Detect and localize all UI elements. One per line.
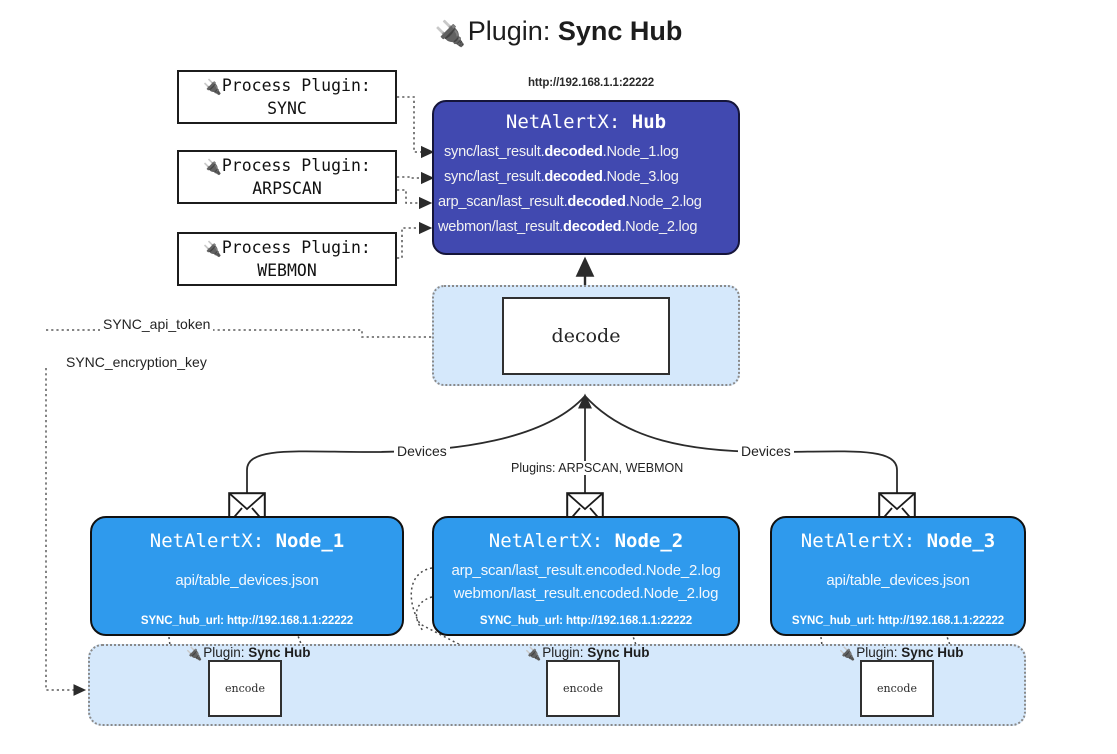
plug-icon: 🔌 — [525, 646, 542, 661]
flow-label-left-devices: Devices — [394, 443, 450, 459]
hub-log-line: sync/last_result.decoded.Node_1.log — [444, 144, 679, 160]
node-title-prefix: NetAlertX: — [488, 530, 604, 552]
plug-icon: 🔌 — [839, 646, 856, 661]
node-box-node-3[interactable]: NetAlertX: Node_3 api/table_devices.json… — [770, 516, 1026, 636]
hub-title-prefix: NetAlertX: — [505, 111, 621, 133]
node-footer: SYNC_hub_url: http://192.168.1.1:22222 — [479, 615, 693, 627]
flow-label-center-plugins: Plugins: ARPSCAN, WEBMON — [508, 461, 687, 475]
plug-icon: 🔌 — [186, 646, 203, 661]
node-resource-line: api/table_devices.json — [175, 572, 319, 589]
process-plugin-box-arpscan[interactable]: 🔌Process Plugin: ARPSCAN — [177, 150, 397, 204]
encode-box[interactable]: encode — [546, 660, 620, 717]
sync-encryption-key-label: SYNC_encryption_key — [63, 354, 210, 370]
plugin-band-label: 🔌Plugin: Sync Hub — [186, 645, 311, 661]
sync-api-token-label: SYNC_api_token — [100, 316, 214, 332]
node-footer: SYNC_hub_url: http://192.168.1.1:22222 — [791, 615, 1005, 627]
title-prefix: Plugin: — [467, 16, 551, 46]
process-plugin-name: ARPSCAN — [252, 178, 322, 198]
node-footer: SYNC_hub_url: http://192.168.1.1:22222 — [140, 615, 354, 627]
hub-title: NetAlertX: Hub — [434, 111, 738, 133]
node-title-prefix: NetAlertX: — [149, 530, 265, 552]
plug-icon: 🔌 — [203, 240, 222, 259]
node-title-name: Node_3 — [926, 530, 996, 552]
hub-log-line: webmon/last_result.decoded.Node_2.log — [438, 219, 698, 236]
process-plugin-label: Process Plugin: — [221, 76, 371, 96]
plugin-band-label: 🔌Plugin: Sync Hub — [839, 645, 964, 661]
node-title: NetAlertX: Node_2 — [434, 530, 738, 552]
node-resource-line: webmon/last_result.encoded.Node_2.log — [453, 585, 719, 602]
node-resource-line: arp_scan/last_result.encoded.Node_2.log — [451, 562, 721, 579]
hub-log-line: sync/last_result.decoded.Node_3.log — [444, 169, 679, 186]
plug-icon: 🔌 — [203, 78, 222, 97]
node-title-prefix: NetAlertX: — [800, 530, 916, 552]
process-plugin-box-sync[interactable]: 🔌Process Plugin: SYNC — [177, 70, 397, 124]
hub-url-label: http://192.168.1.1:22222 — [527, 77, 655, 89]
node-box-node-1[interactable]: NetAlertX: Node_1 api/table_devices.json… — [90, 516, 404, 636]
decode-box[interactable]: decode — [502, 297, 670, 375]
node-box-node-2[interactable]: NetAlertX: Node_2 arp_scan/last_result.e… — [432, 516, 740, 636]
hub-title-name: Hub — [631, 111, 667, 133]
process-plugin-box-webmon[interactable]: 🔌Process Plugin: WEBMON — [177, 232, 397, 286]
flow-label-right-devices: Devices — [738, 443, 794, 459]
hub-log-line: arp_scan/last_result.decoded.Node_2.log — [438, 194, 702, 211]
title-name: Sync Hub — [557, 16, 683, 46]
process-plugin-label: Process Plugin: — [221, 156, 371, 176]
plug-icon: 🔌 — [203, 158, 222, 177]
process-plugin-name: WEBMON — [257, 260, 317, 280]
node-title: NetAlertX: Node_1 — [92, 530, 402, 552]
node-title-name: Node_1 — [275, 530, 345, 552]
process-plugin-label: Process Plugin: — [221, 238, 371, 258]
encode-box[interactable]: encode — [860, 660, 934, 717]
node-title: NetAlertX: Node_3 — [772, 530, 1024, 552]
encode-box[interactable]: encode — [208, 660, 282, 717]
hub-node[interactable]: NetAlertX: Hub sync/last_result.decoded.… — [432, 100, 740, 255]
plugin-band-label: 🔌Plugin: Sync Hub — [525, 645, 650, 661]
node-resource-line: api/table_devices.json — [826, 572, 970, 589]
node-title-name: Node_2 — [614, 530, 684, 552]
page-title: 🔌Plugin: Sync Hub — [0, 16, 1117, 49]
plug-icon: 🔌 — [434, 20, 466, 48]
process-plugin-name: SYNC — [267, 98, 307, 118]
